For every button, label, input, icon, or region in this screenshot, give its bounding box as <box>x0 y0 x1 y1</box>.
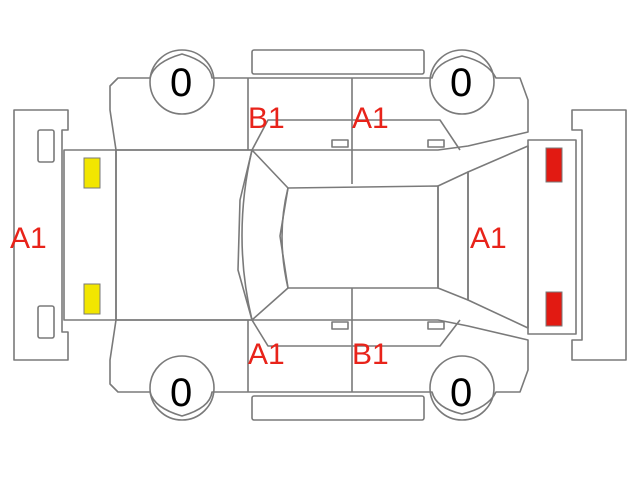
taillight-top <box>545 147 563 183</box>
right-side-body <box>109 319 529 417</box>
front-bumper-vent-bottom <box>37 305 55 339</box>
right-side-skirt <box>251 395 425 421</box>
hood-panel <box>115 149 253 321</box>
taillight-bottom <box>545 291 563 327</box>
front-bumper-vent-top <box>37 129 55 163</box>
windshield-outline <box>241 149 289 321</box>
left-side-skirt <box>251 49 425 75</box>
right-front-wheel-arch <box>429 355 495 421</box>
front-bumper-label: A1 <box>10 222 47 255</box>
left-rear-wheel-arch <box>149 49 215 115</box>
front-bumper-outline <box>13 109 69 361</box>
rear-bumper-label: A1 <box>470 222 507 255</box>
left-front-tire-value: 0 <box>450 61 472 105</box>
left-front-door-label: A1 <box>352 102 389 135</box>
left-rear-door-label: B1 <box>248 102 285 135</box>
left-side-window-line <box>251 119 461 151</box>
headlight-top <box>83 157 101 189</box>
rear-bumper-outline <box>571 109 627 361</box>
right-front-door-label: B1 <box>352 338 389 371</box>
right-rear-wheel-arch <box>149 355 215 421</box>
left-front-wheel-arch <box>429 49 495 115</box>
rear-end-panel <box>527 139 577 335</box>
headlight-bottom <box>83 283 101 315</box>
right-front-tire-value: 0 <box>450 371 472 415</box>
right-rear-door-handle <box>331 321 349 330</box>
left-rear-door-handle <box>331 139 349 148</box>
rear-window-outline <box>437 171 469 301</box>
right-front-door-handle <box>427 321 445 330</box>
car-outline <box>13 49 627 421</box>
roof-panel <box>281 185 439 289</box>
left-front-door-handle <box>427 139 445 148</box>
left-side-body <box>109 53 529 151</box>
left-rear-tire-value: 0 <box>170 61 192 105</box>
right-side-window-line <box>251 319 461 347</box>
right-rear-tire-value: 0 <box>170 371 192 415</box>
right-rear-door-label: A1 <box>248 338 285 371</box>
